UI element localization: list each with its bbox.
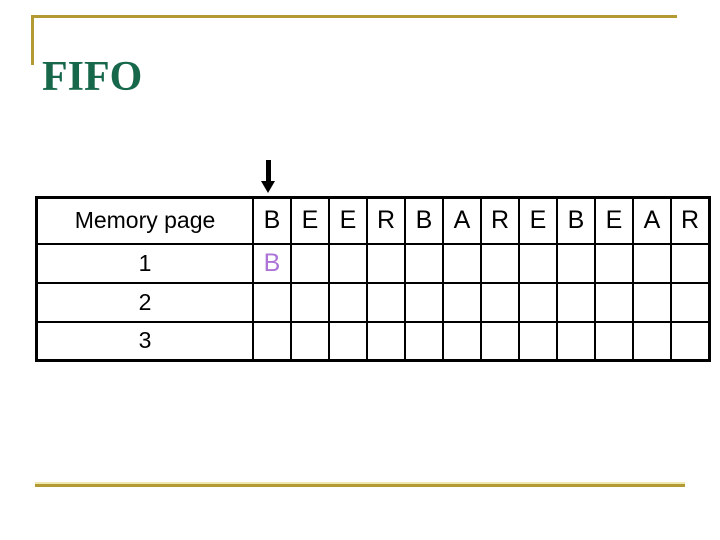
reference-letter-cell: E: [594, 196, 634, 245]
memory-page-header: Memory page: [35, 196, 254, 245]
page-frame-cell: [290, 281, 330, 323]
page-frame-cell: [252, 320, 292, 362]
page-frame-cell: [518, 281, 558, 323]
reference-letter-cell: R: [480, 196, 520, 245]
page-frame-cell: [480, 320, 520, 362]
page-frame-cell: [518, 320, 558, 362]
table-row: 3: [35, 320, 711, 362]
page-frame-cell: [328, 320, 368, 362]
table-row: 2: [35, 281, 711, 323]
page-frame-cell: [290, 242, 330, 284]
page-frame-cell: [480, 242, 520, 284]
page-frame-cell: [632, 242, 672, 284]
page-frame-cell: [442, 242, 482, 284]
page-frame-cell: [556, 242, 596, 284]
page-frame-cell: [670, 320, 711, 362]
bottom-border-line: [35, 482, 685, 487]
page-frame-cell: [252, 281, 292, 323]
page-frame-cell: [442, 281, 482, 323]
memory-page-row-label: 1: [35, 242, 254, 284]
page-frame-cell: [518, 242, 558, 284]
memory-page-row-label: 3: [35, 320, 254, 362]
top-border-line: [31, 15, 677, 18]
page-frame-cell: [366, 242, 406, 284]
reference-letter-cell: E: [518, 196, 558, 245]
reference-letter-cell: B: [404, 196, 444, 245]
page-frame-cell: [404, 281, 444, 323]
page-frame-cell: [366, 281, 406, 323]
reference-letter-cell: A: [442, 196, 482, 245]
reference-letter-cell: B: [252, 196, 292, 245]
page-frame-cell: [594, 320, 634, 362]
reference-letter-cell: R: [670, 196, 711, 245]
reference-letter-cell: E: [290, 196, 330, 245]
reference-letter-cell: A: [632, 196, 672, 245]
page-frame-cell: [632, 281, 672, 323]
slide-title: FIFO: [42, 54, 143, 101]
page-frame-cell: [290, 320, 330, 362]
page-frame-cell: B: [252, 242, 292, 284]
down-arrow-head-icon: [261, 181, 275, 193]
reference-letter-cell: R: [366, 196, 406, 245]
page-frame-cell: [556, 320, 596, 362]
page-frame-cell: [328, 242, 368, 284]
page-frame-cell: [366, 320, 406, 362]
page-frame-cell: [670, 281, 711, 323]
page-frame-cell: [404, 320, 444, 362]
page-frame-cell: [670, 242, 711, 284]
page-frame-cell: [328, 281, 368, 323]
page-frame-cell: [442, 320, 482, 362]
memory-page-row-label: 2: [35, 281, 254, 323]
page-frame-cell: [594, 242, 634, 284]
page-frame-cell: [632, 320, 672, 362]
down-arrow-icon: [266, 160, 271, 182]
page-frame-cell: [480, 281, 520, 323]
page-frame-cell: [404, 242, 444, 284]
page-frame-cell: [556, 281, 596, 323]
reference-letter-cell: B: [556, 196, 596, 245]
left-border-line: [31, 15, 34, 65]
reference-letter-cell: E: [328, 196, 368, 245]
page-frame-cell: [594, 281, 634, 323]
